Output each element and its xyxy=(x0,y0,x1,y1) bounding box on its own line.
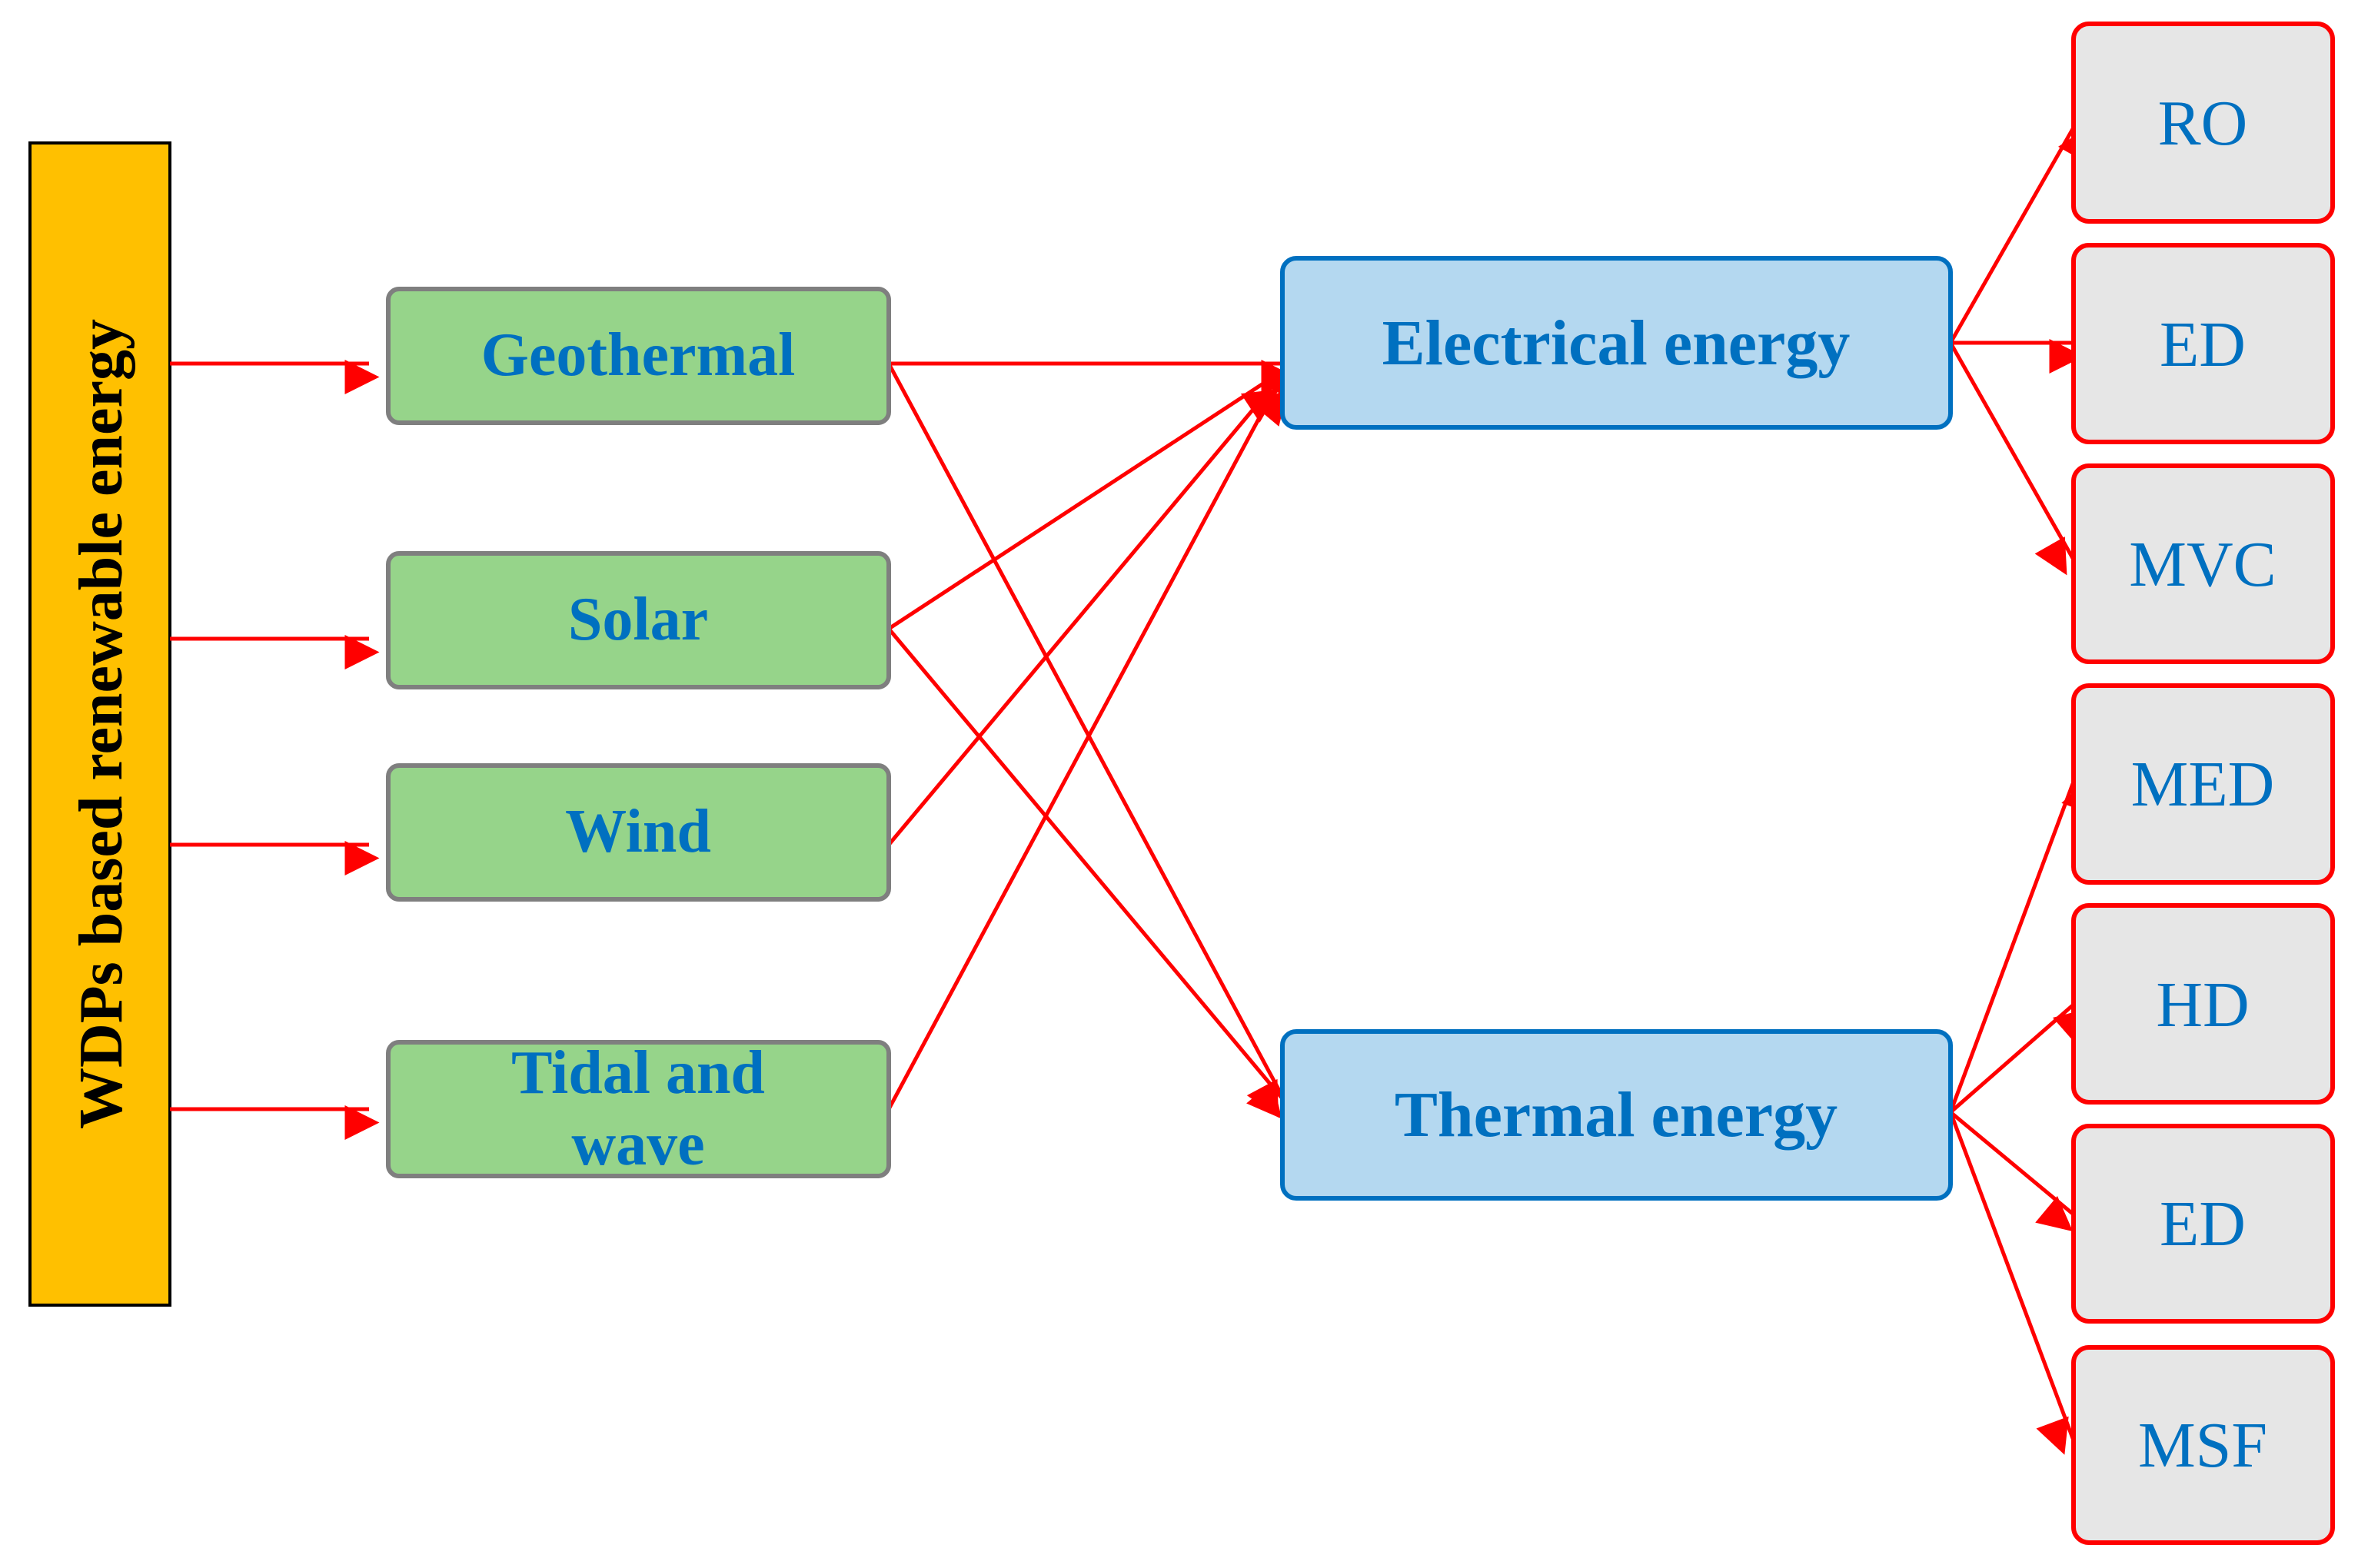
output-hd: HD xyxy=(2071,903,2335,1105)
arrow-electrical-ro xyxy=(1948,125,2090,344)
output-ed-electrical: ED xyxy=(2071,243,2335,444)
arrow-thermal-msf xyxy=(1948,1111,2076,1455)
output-label: MED xyxy=(2131,749,2275,820)
root-node: WDPs based renewable energy xyxy=(28,141,171,1307)
output-label: ED xyxy=(2160,309,2246,380)
arrow-thermal-med xyxy=(1948,776,2094,1113)
arrow-electrical-mvc xyxy=(1948,341,2076,576)
arrow-solar-electrical xyxy=(887,381,1279,631)
source-tidal-wave: Tidal and wave xyxy=(386,1039,891,1178)
output-mvc: MVC xyxy=(2071,463,2335,664)
output-label: ED xyxy=(2160,1188,2246,1260)
output-label: RO xyxy=(2158,88,2248,159)
output-label: MVC xyxy=(2129,529,2276,600)
output-label: HD xyxy=(2156,969,2249,1041)
arrows xyxy=(170,125,2094,1455)
source-label-line-1: Tidal and xyxy=(511,1039,765,1107)
source-label-line-2: wave xyxy=(571,1111,704,1178)
source-solar: Solar xyxy=(386,551,891,689)
energy-label: Electrical energy xyxy=(1382,307,1851,379)
source-wind: Wind xyxy=(386,763,891,902)
source-label: Wind xyxy=(565,798,711,865)
root-label: WDPs based renewable energy xyxy=(68,319,135,1129)
arrow-wind-electrical xyxy=(887,387,1289,846)
energy-label: Thermal energy xyxy=(1395,1079,1838,1151)
energy-electrical: Electrical energy xyxy=(1280,256,1953,430)
arrow-geothermal-thermal xyxy=(886,362,1288,1118)
arrow-thermal-hd xyxy=(1949,1003,2090,1114)
arrow-tidal-electrical xyxy=(886,366,1302,1111)
output-med: MED xyxy=(2071,683,2335,885)
arrow-thermal-ed xyxy=(1949,1111,2075,1232)
source-label: Solar xyxy=(568,586,708,653)
source-geothermal: Geothermal xyxy=(386,287,891,425)
output-ed-thermal: ED xyxy=(2071,1124,2335,1324)
energy-thermal: Thermal energy xyxy=(1280,1029,1953,1201)
arrow-solar-thermal xyxy=(887,627,1287,1119)
source-label: Geothermal xyxy=(481,321,796,389)
output-ro: RO xyxy=(2071,22,2335,224)
output-msf: MSF xyxy=(2071,1345,2335,1545)
output-label: MSF xyxy=(2138,1410,2267,1481)
